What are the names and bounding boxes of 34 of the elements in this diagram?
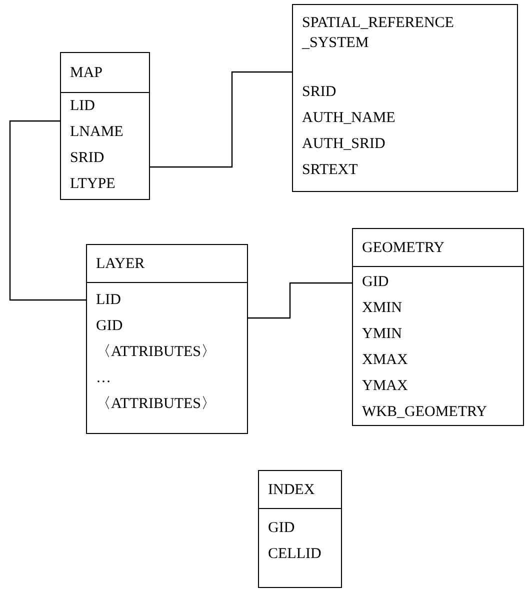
field-name: LID: [70, 97, 95, 116]
table-name: SPATIAL_REFERENCE _SYSTEM: [302, 14, 455, 53]
table-box: [292, 4, 518, 192]
field-name: SRTEXT: [302, 161, 358, 180]
field-name: GID: [362, 273, 389, 292]
table-name: LAYER: [96, 254, 145, 274]
table-box: [86, 244, 248, 434]
field-name: LTYPE: [70, 175, 116, 194]
connector-line: [248, 282, 352, 319]
field-name: GID: [268, 519, 295, 538]
table-box: [60, 52, 150, 200]
table-name: INDEX: [268, 480, 315, 500]
field-name: SRID: [70, 149, 104, 168]
field-name: 〈ATTRIBUTES〉: [96, 343, 216, 362]
field-name: YMAX: [362, 377, 408, 396]
field-name: WKB_GEOMETRY: [362, 403, 487, 422]
table-name: GEOMETRY: [362, 238, 444, 258]
table-name: MAP: [70, 64, 103, 82]
field-name: LID: [96, 291, 121, 310]
field-name: CELLID: [268, 545, 322, 564]
field-name: AUTH_SRID: [302, 135, 386, 154]
field-name: YMIN: [362, 325, 402, 344]
field-name: …: [96, 369, 111, 388]
field-name: AUTH_NAME: [302, 109, 396, 128]
field-name: XMAX: [362, 351, 408, 370]
connector-line: [9, 120, 86, 301]
field-name: LNAME: [70, 123, 124, 142]
table-box: [258, 470, 342, 588]
field-name: SRID: [302, 83, 336, 102]
field-name: XMIN: [362, 299, 402, 318]
field-name: 〈ATTRIBUTES〉: [96, 395, 216, 414]
table-box: [352, 228, 524, 426]
field-name: GID: [96, 317, 123, 336]
connector-line: [150, 71, 292, 168]
